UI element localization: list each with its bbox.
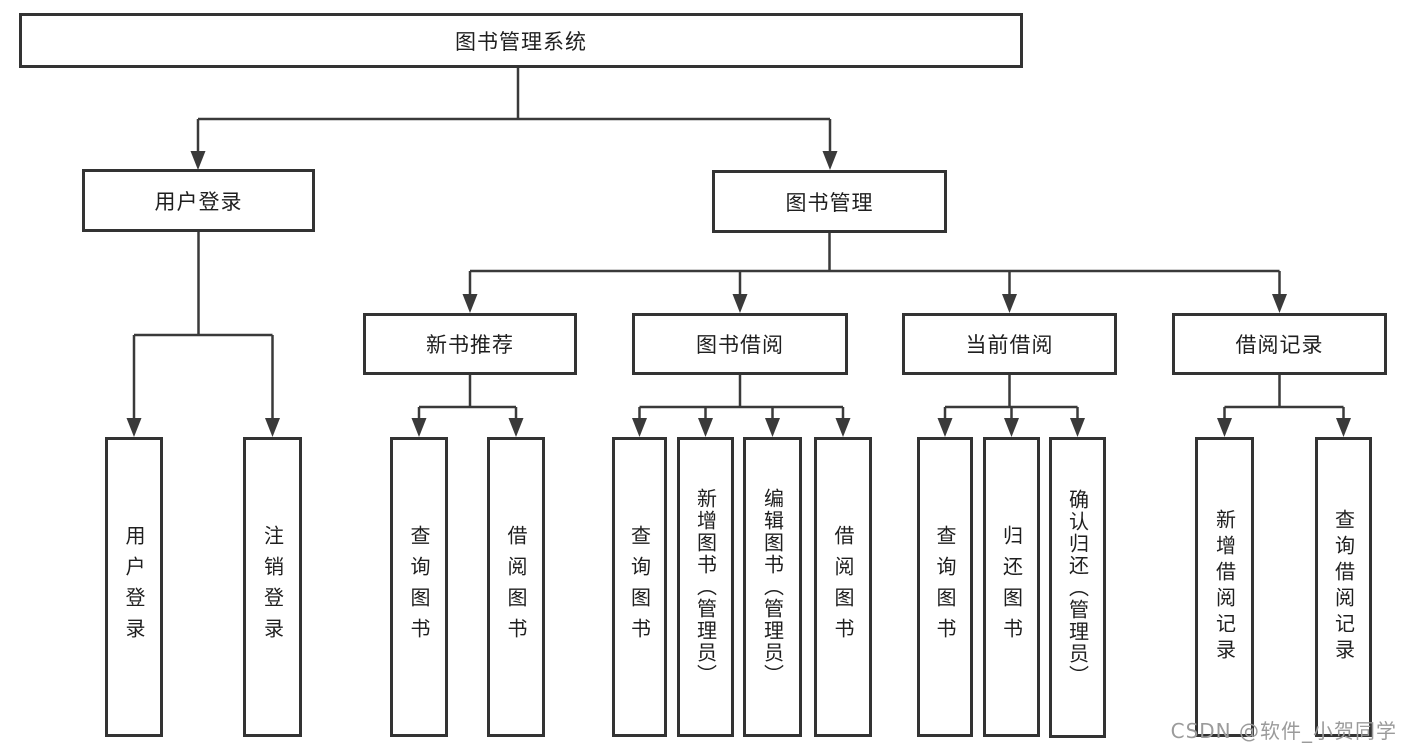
leaf-borrow-books-borrowing: 借阅图书	[814, 437, 872, 737]
leaf-confirm-return-admin: 确认归还（管理员）	[1049, 437, 1106, 738]
leaf-query-books-borrowing-label: 查询图书	[627, 525, 652, 649]
leaf-edit-books-admin: 编辑图书（管理员）	[743, 437, 802, 737]
leaf-user-login-label: 用户登录	[122, 525, 146, 649]
leaf-query-books-recommend: 查询图书	[390, 437, 448, 737]
node-current-borrowing-label: 当前借阅	[965, 333, 1054, 357]
leaf-add-books-admin-label: 新增图书（管理员）	[693, 488, 718, 686]
leaf-return-books: 归还图书	[983, 437, 1040, 737]
leaf-query-books-recommend-label: 查询图书	[407, 525, 431, 649]
leaf-logout-label: 注销登录	[260, 525, 285, 649]
leaf-add-books-admin: 新增图书（管理员）	[677, 437, 734, 737]
leaf-confirm-return-admin-label: 确认归还（管理员）	[1065, 488, 1090, 687]
node-user-login-label: 用户登录	[154, 189, 243, 214]
leaf-edit-books-admin-label: 编辑图书（管理员）	[760, 488, 785, 686]
leaf-return-books-label: 归还图书	[999, 525, 1024, 649]
node-new-book-recommend: 新书推荐	[363, 313, 577, 375]
leaf-query-books-borrowing: 查询图书	[612, 437, 667, 737]
node-book-borrowing: 图书借阅	[632, 313, 848, 375]
leaf-borrow-books-borrowing-label: 借阅图书	[831, 525, 855, 649]
node-root-label: 图书管理系统	[455, 29, 587, 54]
node-book-management-label: 图书管理	[785, 190, 874, 215]
leaf-query-borrow-record-label: 查询借阅记录	[1331, 509, 1356, 665]
node-borrowing-records-label: 借阅记录	[1235, 333, 1324, 357]
leaf-borrow-books-recommend-label: 借阅图书	[504, 525, 528, 649]
leaf-logout: 注销登录	[243, 437, 302, 737]
leaf-query-books-current: 查询图书	[917, 437, 973, 737]
leaf-user-login: 用户登录	[105, 437, 163, 737]
node-user-login: 用户登录	[82, 169, 315, 232]
leaf-add-borrow-record: 新增借阅记录	[1195, 437, 1254, 737]
node-borrowing-records: 借阅记录	[1172, 313, 1387, 375]
node-book-borrowing-label: 图书借阅	[696, 333, 784, 357]
node-book-management: 图书管理	[712, 170, 947, 233]
leaf-query-books-current-label: 查询图书	[933, 525, 957, 649]
node-new-book-recommend-label: 新书推荐	[426, 333, 514, 357]
leaf-borrow-books-recommend: 借阅图书	[487, 437, 545, 737]
leaf-add-borrow-record-label: 新增借阅记录	[1212, 509, 1237, 665]
watermark: CSDN @软件_小贺同学	[1170, 719, 1397, 743]
leaf-query-borrow-record: 查询借阅记录	[1315, 437, 1372, 737]
node-current-borrowing: 当前借阅	[902, 313, 1117, 375]
node-root: 图书管理系统	[19, 13, 1023, 68]
